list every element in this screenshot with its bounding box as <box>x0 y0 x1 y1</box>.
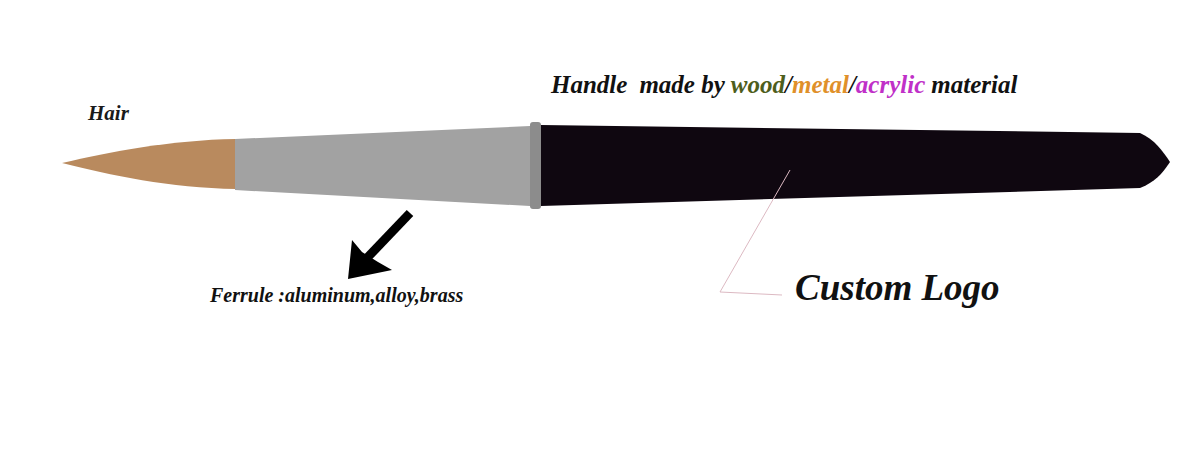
brush-hair <box>62 139 236 189</box>
ferrule <box>235 126 530 206</box>
material-word: Handle <box>551 71 627 99</box>
material-word: wood <box>731 71 785 99</box>
material-word: made by <box>639 71 724 99</box>
part-label: Hair <box>88 102 129 125</box>
material-line: Handlemade bywood/metal/acrylicmaterial <box>551 71 1017 99</box>
material-word: material <box>931 71 1017 99</box>
part-label: Ferrule :aluminum,alloy,brass <box>210 284 463 306</box>
material-word: acrylic <box>856 71 925 99</box>
brush-handle <box>541 125 1170 206</box>
arrow-head <box>348 240 392 279</box>
ferrule-ring <box>530 122 541 209</box>
leader-line <box>720 170 790 295</box>
arrow-shaft <box>366 213 410 259</box>
material-word: / <box>785 71 792 99</box>
material-word: metal <box>792 71 849 99</box>
callout-label: Custom Logo <box>795 268 1000 309</box>
material-word: / <box>849 71 856 99</box>
